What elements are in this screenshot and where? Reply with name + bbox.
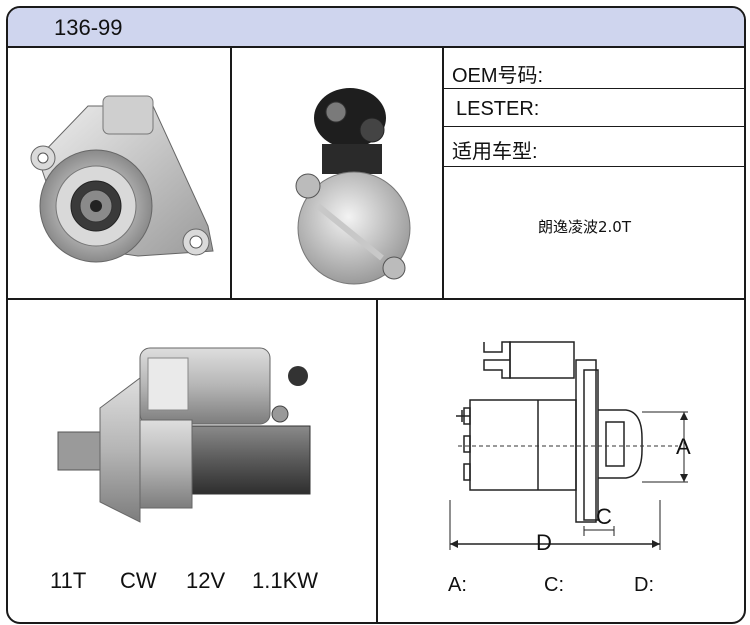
divider-top-2 [442,46,444,300]
starter-side-view-image [57,347,311,523]
spec-rotation: CW [120,568,157,593]
part-number: 136-99 [54,15,123,40]
diagram-label-c: C [596,504,612,529]
field-line-2 [442,126,744,127]
dimension-a-label: A: [448,574,467,596]
divider-bottom [376,298,378,622]
diagram-label-d: D [536,530,552,555]
spec-voltage: 12V [186,568,226,593]
spec-teeth: 11T [50,568,87,593]
title-bar: 136-99 [8,8,744,48]
oem-label: OEM号码: [452,65,544,87]
lester-label: LESTER: [456,98,540,120]
spec-power: 1.1KW [252,568,319,593]
starter-rear-view-image [295,88,411,285]
dimension-drawing [449,341,688,550]
starter-front-view-image [30,95,214,263]
diagram-label-a: A [676,434,691,459]
divider-top-1 [230,46,232,300]
dimension-d-label: D: [634,574,654,596]
field-line-1 [442,88,744,89]
dimension-c-label: C: [544,574,564,596]
field-line-3 [442,166,744,167]
application-label: 适用车型: [452,141,538,163]
spec-sheet: 136-99 OEM号码: LESTER: 适用车型: 朗逸凌波2.0T [6,6,746,624]
application-value: 朗逸凌波2.0T [538,218,632,236]
